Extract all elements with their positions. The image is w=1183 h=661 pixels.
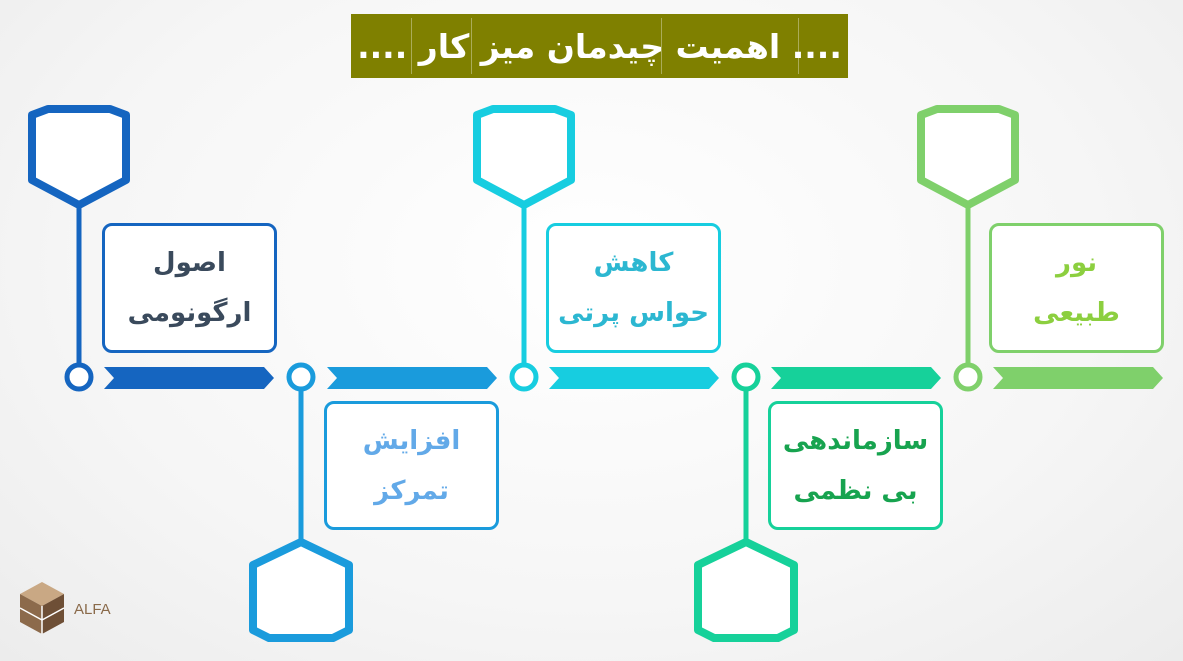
step-4-connector	[694, 362, 798, 642]
step-1-node-icon	[64, 362, 94, 392]
title-divider	[661, 18, 662, 74]
step-2-connector	[249, 362, 353, 642]
step-4-box: سازماندهی بی نظمی	[768, 401, 943, 530]
step-1-line1: اصول	[153, 248, 226, 278]
step-2-node-icon	[286, 362, 316, 392]
step-2-box: افزایش تمرکز	[324, 401, 499, 530]
step-1-line2: ارگونومی	[127, 298, 252, 328]
step-4-line2: بی نظمی	[793, 475, 918, 506]
step-3-marker-icon	[473, 105, 575, 209]
step-2-marker-icon	[249, 538, 353, 642]
step-5-node-icon	[953, 362, 983, 392]
step-3-node-icon	[509, 362, 539, 392]
title-divider	[411, 18, 412, 74]
step-5-connector	[917, 105, 1019, 392]
step-2-line2: تمرکز	[374, 475, 449, 506]
step-1-arrow-icon	[104, 367, 274, 389]
step-3-box: کاهش حواس پرتی	[546, 223, 721, 353]
step-5-marker-icon	[917, 105, 1019, 209]
step-4-line1: سازماندهی	[782, 425, 929, 456]
step-2-line1: افزایش	[362, 425, 461, 456]
alfa-logo-icon	[19, 582, 65, 634]
step-1-marker-icon	[28, 105, 130, 209]
step-3-line1: کاهش	[593, 248, 674, 278]
title-banner: .... اهمیت چیدمان میز کار ....	[351, 14, 848, 78]
step-1-connector	[28, 105, 130, 392]
step-5-arrow-icon	[993, 367, 1163, 389]
step-3-line2: حواس پرتی	[558, 298, 709, 328]
step-4-arrow-icon	[771, 367, 941, 389]
step-4-marker-icon	[694, 538, 798, 642]
step-3-connector	[473, 105, 575, 392]
step-4-node-icon	[731, 362, 761, 392]
step-3-arrow-icon	[549, 367, 719, 389]
title-divider	[471, 18, 472, 74]
step-5-box: نور طبیعی	[989, 223, 1164, 353]
step-5-line1: نور	[1055, 248, 1098, 278]
step-5-line2: طبیعی	[1033, 298, 1120, 328]
page-title: .... اهمیت چیدمان میز کار ....	[357, 26, 842, 66]
step-1-box: اصول ارگونومی	[102, 223, 277, 353]
title-divider	[798, 18, 799, 74]
step-2-arrow-icon	[327, 367, 497, 389]
logo-text: ALFA	[74, 601, 111, 618]
